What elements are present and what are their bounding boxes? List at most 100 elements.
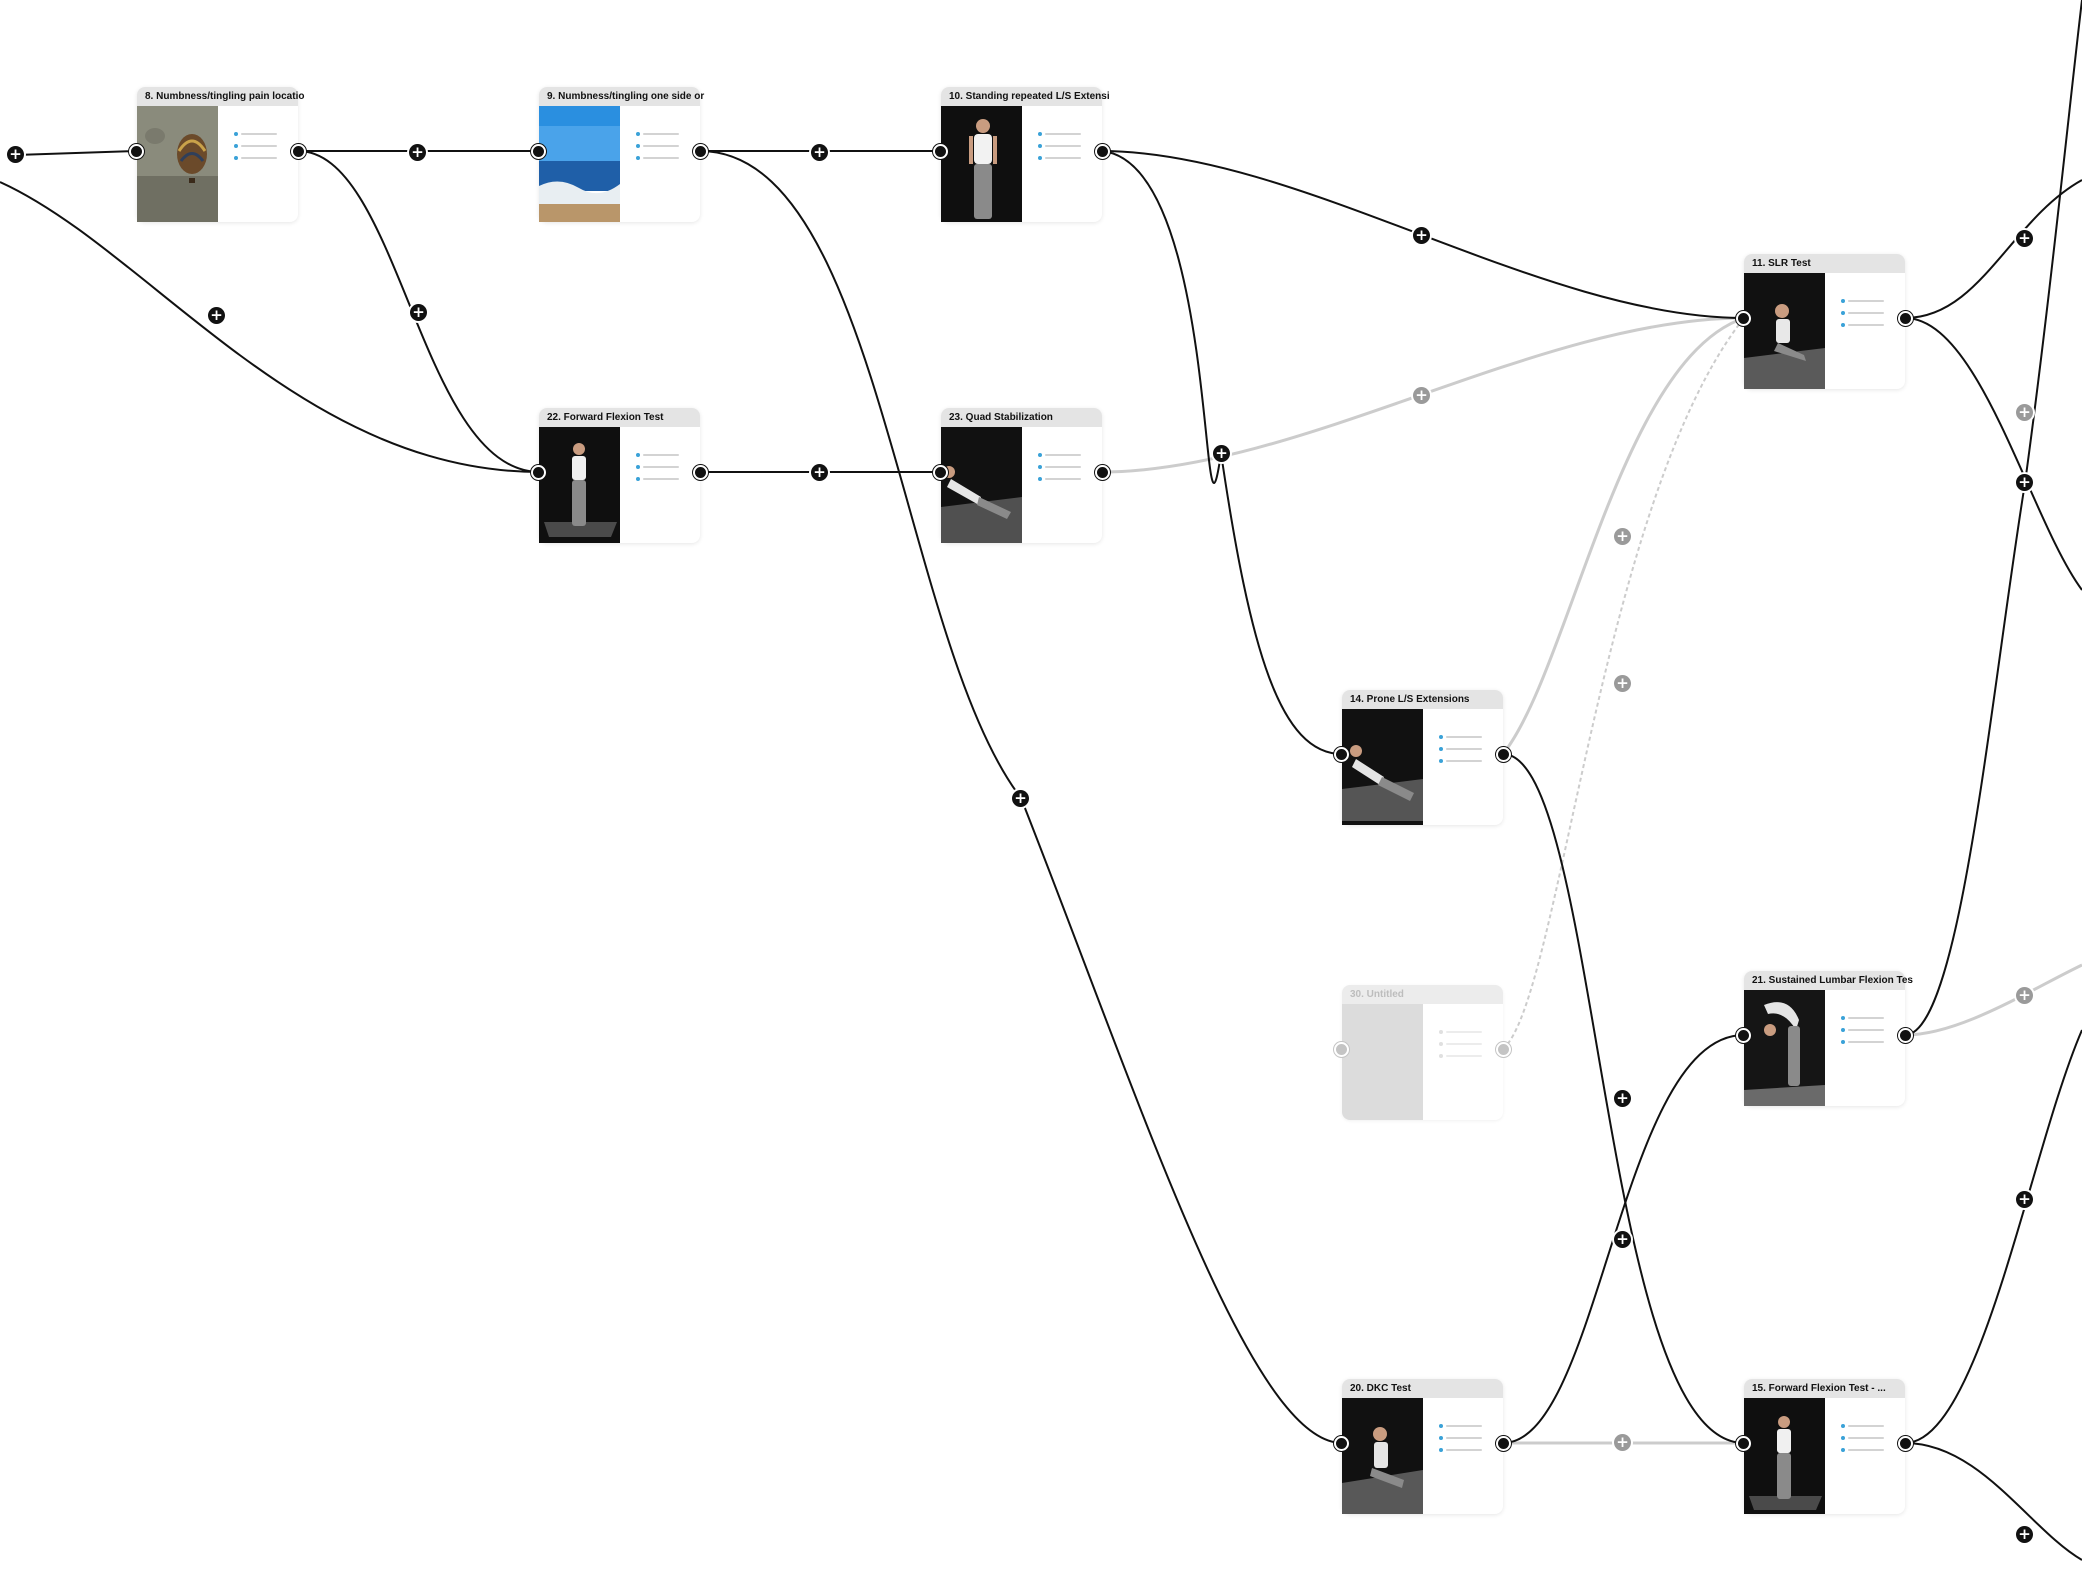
node-options bbox=[1439, 1026, 1489, 1062]
add-step-button[interactable]: + bbox=[1012, 790, 1029, 807]
add-step-button[interactable]: + bbox=[1614, 1434, 1631, 1451]
add-step-button[interactable]: + bbox=[208, 307, 225, 324]
node-thumbnail-beach bbox=[539, 106, 620, 222]
edge-11-to-right-top bbox=[1904, 179, 2082, 319]
edge-21-to-right bbox=[1904, 963, 2082, 1037]
plus-icon: + bbox=[2018, 473, 2031, 491]
edge-11-to-right-down bbox=[1904, 317, 2082, 591]
add-step-button[interactable]: + bbox=[2016, 1191, 2033, 1208]
node-thumbnail-balloon bbox=[137, 106, 218, 222]
add-step-button[interactable]: + bbox=[2016, 230, 2033, 247]
add-step-button[interactable]: + bbox=[1614, 528, 1631, 545]
node-title: 21. Sustained Lumbar Flexion Tes bbox=[1744, 971, 1913, 990]
node-options bbox=[636, 128, 686, 164]
input-port[interactable] bbox=[1334, 747, 1349, 762]
add-step-button[interactable]: + bbox=[1614, 675, 1631, 692]
plus-icon: + bbox=[2018, 1190, 2031, 1208]
plus-icon: + bbox=[1616, 674, 1629, 692]
flow-node-23[interactable]: 23. Quad Stabilization bbox=[933, 408, 1110, 543]
plus-icon: + bbox=[1616, 1433, 1629, 1451]
flow-node-15[interactable]: 15. Forward Flexion Test - ... bbox=[1736, 1379, 1913, 1514]
plus-icon: + bbox=[2018, 403, 2031, 421]
add-step-button[interactable]: + bbox=[409, 144, 426, 161]
plus-icon: + bbox=[1616, 527, 1629, 545]
flow-node-22[interactable]: 22. Forward Flexion Test bbox=[531, 408, 708, 543]
output-port[interactable] bbox=[1898, 1028, 1913, 1043]
input-port[interactable] bbox=[1334, 1436, 1349, 1451]
input-port[interactable] bbox=[531, 465, 546, 480]
output-port[interactable] bbox=[1496, 1042, 1511, 1057]
input-port[interactable] bbox=[1736, 1028, 1751, 1043]
add-step-button[interactable]: + bbox=[811, 144, 828, 161]
flow-node-9[interactable]: 9. Numbness/tingling one side or bbox=[531, 87, 708, 222]
flow-node-14[interactable]: 14. Prone L/S Extensions bbox=[1334, 690, 1511, 825]
node-thumbnail-person bbox=[1744, 1398, 1825, 1514]
flow-node-8[interactable]: 8. Numbness/tingling pain locatio bbox=[129, 87, 306, 222]
input-port[interactable] bbox=[531, 144, 546, 159]
plus-icon: + bbox=[1616, 1230, 1629, 1248]
input-port[interactable] bbox=[933, 465, 948, 480]
flow-node-30[interactable]: 30. Untitled bbox=[1334, 985, 1511, 1120]
flow-node-21[interactable]: 21. Sustained Lumbar Flexion Tes bbox=[1736, 971, 1913, 1106]
plus-icon: + bbox=[1415, 386, 1428, 404]
input-port[interactable] bbox=[1334, 1042, 1349, 1057]
flow-node-11[interactable]: 11. SLR Test bbox=[1736, 254, 1913, 389]
node-thumbnail-person bbox=[1342, 709, 1423, 825]
output-port[interactable] bbox=[1496, 1436, 1511, 1451]
add-step-button[interactable]: + bbox=[7, 146, 24, 163]
node-title: 14. Prone L/S Extensions bbox=[1342, 690, 1503, 709]
flow-node-10[interactable]: 10. Standing repeated L/S Extensi bbox=[933, 87, 1110, 222]
add-step-button[interactable]: + bbox=[1413, 227, 1430, 244]
output-port[interactable] bbox=[693, 465, 708, 480]
flow-node-20[interactable]: 20. DKC Test bbox=[1334, 1379, 1511, 1514]
edge-20-to-21 bbox=[1502, 1034, 1745, 1444]
node-thumbnail-person bbox=[1342, 1398, 1423, 1514]
node-thumbnail-empty bbox=[1342, 1004, 1423, 1120]
input-port[interactable] bbox=[129, 144, 144, 159]
node-title: 22. Forward Flexion Test bbox=[539, 408, 700, 427]
node-title: 11. SLR Test bbox=[1744, 254, 1905, 273]
output-port[interactable] bbox=[1095, 465, 1110, 480]
node-options bbox=[1841, 1420, 1891, 1456]
add-step-button[interactable]: + bbox=[1614, 1090, 1631, 1107]
add-step-button[interactable]: + bbox=[2016, 474, 2033, 491]
node-title: 15. Forward Flexion Test - ... bbox=[1744, 1379, 1905, 1398]
add-step-button[interactable]: + bbox=[811, 464, 828, 481]
node-options bbox=[1841, 295, 1891, 331]
node-options bbox=[1841, 1012, 1891, 1048]
node-options bbox=[234, 128, 284, 164]
output-port[interactable] bbox=[291, 144, 306, 159]
add-step-button[interactable]: + bbox=[1614, 1231, 1631, 1248]
plus-icon: + bbox=[1215, 444, 1228, 462]
plus-icon: + bbox=[2018, 1525, 2031, 1543]
node-options bbox=[1038, 128, 1088, 164]
add-step-button[interactable]: + bbox=[1413, 387, 1430, 404]
node-thumbnail-person bbox=[539, 427, 620, 543]
add-step-button[interactable]: + bbox=[2016, 1526, 2033, 1543]
output-port[interactable] bbox=[1496, 747, 1511, 762]
output-port[interactable] bbox=[1095, 144, 1110, 159]
input-port[interactable] bbox=[1736, 1436, 1751, 1451]
add-step-button[interactable]: + bbox=[2016, 987, 2033, 1004]
plus-icon: + bbox=[813, 143, 826, 161]
output-port[interactable] bbox=[1898, 311, 1913, 326]
node-title: 9. Numbness/tingling one side or bbox=[539, 87, 704, 106]
edge-15-to-right-bottom bbox=[1904, 1442, 2082, 1561]
node-options bbox=[1038, 449, 1088, 485]
plus-icon: + bbox=[412, 303, 425, 321]
add-step-button[interactable]: + bbox=[1213, 445, 1230, 462]
node-thumbnail-person bbox=[941, 106, 1022, 222]
node-title: 23. Quad Stabilization bbox=[941, 408, 1102, 427]
plus-icon: + bbox=[2018, 986, 2031, 1004]
plus-icon: + bbox=[1616, 1089, 1629, 1107]
input-port[interactable] bbox=[933, 144, 948, 159]
output-port[interactable] bbox=[693, 144, 708, 159]
add-step-button[interactable]: + bbox=[410, 304, 427, 321]
input-port[interactable] bbox=[1736, 311, 1751, 326]
node-title: 20. DKC Test bbox=[1342, 1379, 1503, 1398]
add-step-button[interactable]: + bbox=[2016, 404, 2033, 421]
plus-icon: + bbox=[9, 145, 22, 163]
output-port[interactable] bbox=[1898, 1436, 1913, 1451]
